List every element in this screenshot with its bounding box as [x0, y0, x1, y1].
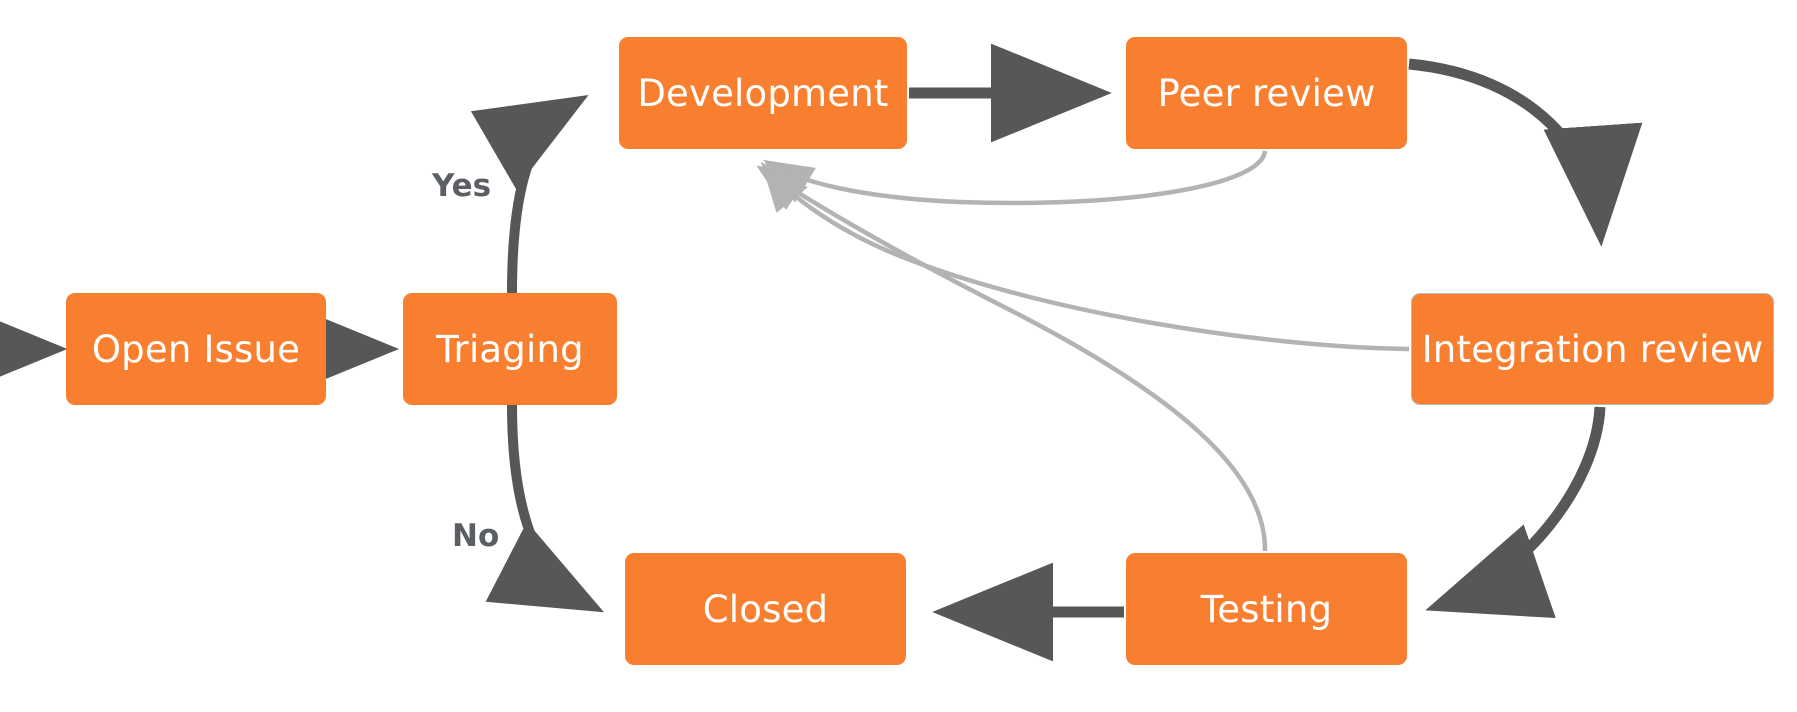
node-closed[interactable]: Closed	[625, 553, 906, 665]
node-triaging[interactable]: Triaging	[403, 293, 617, 405]
node-label: Integration review	[1421, 327, 1764, 371]
edge-label-yes: Yes	[432, 168, 492, 204]
edge-testing-to-development	[756, 165, 1268, 552]
edge-integration-review-to-development	[760, 161, 1410, 352]
edge-integration-review-to-testing	[1425, 406, 1606, 618]
node-label: Testing	[1200, 587, 1333, 631]
node-integration-review[interactable]: Integration review	[1411, 293, 1774, 405]
node-label: Closed	[702, 587, 829, 631]
node-peer-review[interactable]: Peer review	[1126, 37, 1407, 149]
node-label: Development	[637, 71, 889, 115]
edge-peer-review-to-development	[763, 150, 1268, 206]
node-testing[interactable]: Testing	[1126, 553, 1407, 665]
edge-peer-review-to-integration-review	[1408, 58, 1643, 247]
node-open-issue[interactable]: Open Issue	[66, 293, 326, 405]
edge-label-no: No	[452, 518, 500, 554]
edge-triaging-to-closed	[485, 404, 604, 613]
edge-triaging-to-development	[470, 94, 589, 294]
node-label: Peer review	[1157, 71, 1376, 115]
node-label: Triaging	[436, 327, 584, 371]
node-label: Open Issue	[91, 327, 301, 371]
node-development[interactable]: Development	[619, 37, 907, 149]
